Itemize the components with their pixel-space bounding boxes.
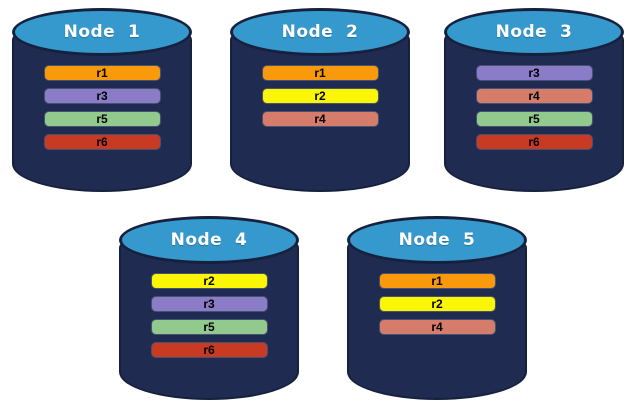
replica-label: r3 [96,89,108,103]
replica-label: r1 [431,274,443,288]
node-title: Node 1 [63,22,141,42]
database-node-cylinder: r1 r2 r4 Node 5 [347,216,527,400]
replica-bar: r3 [44,89,160,103]
replica-list: r1 r3 r5 r6 [12,66,192,149]
cylinder-top-ellipse [444,8,624,56]
replica-bar: r1 [44,66,160,80]
node-title: Node 3 [495,22,573,42]
replica-list: r2 r3 r5 r6 [119,274,299,357]
replica-label: r2 [203,274,215,288]
cylinder-top-ellipse [347,216,527,264]
replica-label: r2 [314,89,326,103]
replica-list: r1 r2 r4 [347,274,527,334]
replica-bar: r2 [262,89,378,103]
replica-label: r2 [431,297,443,311]
replica-bar: r5 [476,112,592,126]
replica-bar: r3 [476,66,592,80]
replica-label: r1 [96,66,108,80]
replica-label: r1 [314,66,326,80]
replica-label: r6 [203,343,215,357]
replica-bar: r6 [476,135,592,149]
database-node-cylinder: r1 r3 r5 r6 Node 1 [12,8,192,192]
cylinder-top-ellipse [119,216,299,264]
replica-label: r3 [203,297,215,311]
replica-bar: r4 [262,112,378,126]
replica-label: r5 [96,112,108,126]
replica-bar: r2 [379,297,495,311]
replica-label: r6 [528,135,540,149]
replica-label: r6 [96,135,108,149]
replica-bar: r5 [151,320,267,334]
replica-bar: r4 [379,320,495,334]
node-title: Node 2 [281,22,359,42]
replica-bar: r6 [44,135,160,149]
node-title: Node 4 [170,230,248,250]
replica-bar: r4 [476,89,592,103]
replica-label: r3 [528,66,540,80]
replica-list: r1 r2 r4 [230,66,410,126]
replica-label: r5 [203,320,215,334]
replica-bar: r3 [151,297,267,311]
replica-bar: r6 [151,343,267,357]
replica-label: r4 [528,89,540,103]
replica-label: r4 [314,112,326,126]
database-node-cylinder: r2 r3 r5 r6 Node 4 [119,216,299,400]
replica-list: r3 r4 r5 r6 [444,66,624,149]
database-node-cylinder: r3 r4 r5 r6 Node 3 [444,8,624,192]
cylinder-top-ellipse [12,8,192,56]
replica-bar: r2 [151,274,267,288]
node-title: Node 5 [398,230,476,250]
database-node-cylinder: r1 r2 r4 Node 2 [230,8,410,192]
replica-label: r5 [528,112,540,126]
replica-bar: r1 [262,66,378,80]
replica-label: r4 [431,320,443,334]
replica-bar: r1 [379,274,495,288]
replica-bar: r5 [44,112,160,126]
cylinder-top-ellipse [230,8,410,56]
